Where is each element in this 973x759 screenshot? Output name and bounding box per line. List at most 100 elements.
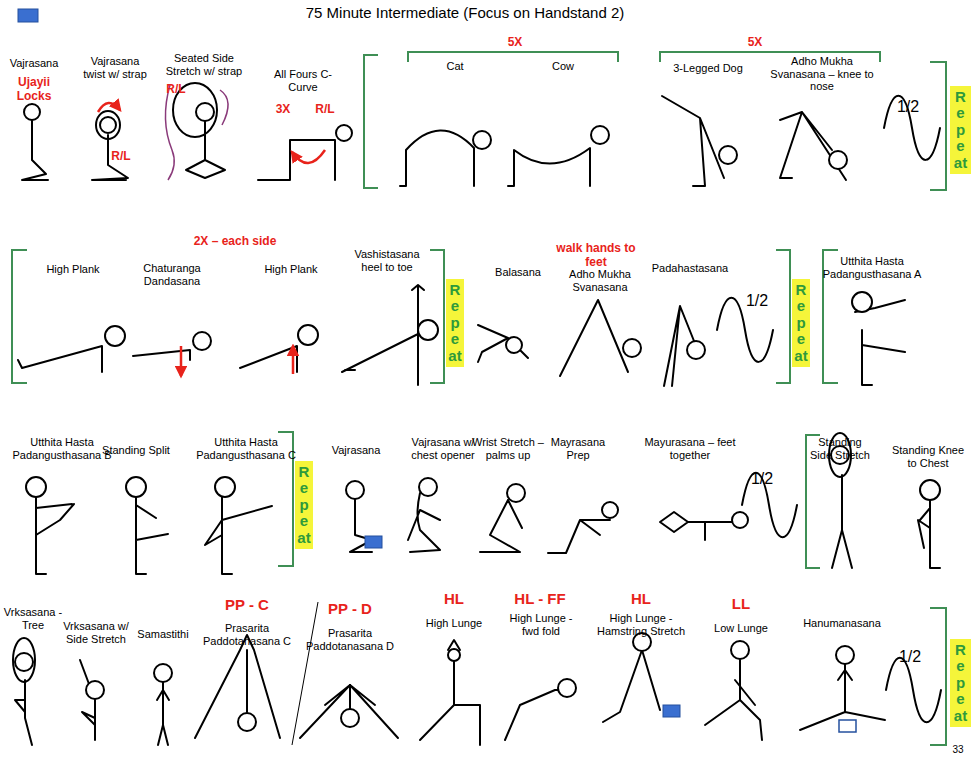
stick-figure [829,151,847,169]
title: 75 Minute Intermediate (Focus on Handsta… [265,4,665,21]
stick-figure [300,685,398,738]
pose-label: Padahastasana [645,262,735,275]
pose-label: Vrksasana w/ Side Stretch [59,620,133,645]
group-bracket [364,55,378,188]
stick-figure [24,104,40,120]
stick-figure [86,681,104,699]
pose-label: Standing Split [96,444,176,457]
half-marker: 1/2 [893,98,923,116]
pose-label: Seated Side Stretch w/ strap [158,52,250,77]
stick-figure [186,121,225,178]
pose-label: Cat [435,60,475,73]
pose-label: Cow [543,60,583,73]
pose-label: Vajrasana [326,444,386,457]
stick-figure [780,112,846,180]
pose-label: Utthita Hasta Padangusthasana C [196,436,296,461]
stick-figure [920,480,940,500]
page-number: 33 [946,744,970,756]
instruction-note: R/L [106,150,136,164]
stick-figure [238,713,256,731]
pose-label: Vajrasana [4,57,64,70]
stick-figure [298,325,318,345]
stick-figure [258,140,335,180]
stick-figure [480,500,522,552]
stick-figure [240,346,297,372]
pose-label: Utthita Hasta Padangusthasana A [820,255,924,280]
repeat-band: Repeat [950,86,971,175]
stick-figure [507,484,525,502]
instruction-note: Ujayii Locks [12,76,56,104]
pose-label: Vajrasana twist w/ strap [79,55,151,80]
instruction-note: walk hands to feet [555,242,637,270]
stick-figure [687,341,705,359]
half-wave [884,96,940,160]
pose-label: Mayurasana – feet together [642,436,738,461]
pose-label: Adho Mukha Svanasana – knee to nose [770,55,874,93]
group-bracket [930,62,946,190]
half-marker: 1/2 [747,470,777,488]
stick-figure [663,705,680,717]
pose-label: Mayrasana Prep [548,436,608,461]
repeat-text: Repeat [297,464,312,547]
group-bracket [12,52,946,745]
stick-figure [408,493,440,552]
stick-figure [365,536,382,548]
instruction-note: 5X [500,36,530,50]
stick-figure [506,337,522,353]
pose-label: Prasarita Paddotanasana D [298,627,402,652]
group-bracket [430,250,444,383]
group-bracket [408,52,618,62]
pose-label: Prasarita Paddotanasana C [199,622,295,647]
stick-figure [342,285,424,385]
pose-label: High Lunge [419,617,489,630]
stick-figure [215,477,235,497]
stick-figure [832,475,852,568]
pose-label: Standing Knee to Chest [887,444,969,469]
stick-figure [22,121,48,180]
instruction-note: 5X [740,36,770,50]
stick-figure [918,500,940,568]
group-bracket [776,250,790,383]
instruction-note: R/L [310,103,340,117]
stick-figure [418,320,438,340]
pose-label: High Plank [33,263,113,276]
pose-label: All Fours C-Curve [263,68,343,93]
stick-figure [558,679,576,697]
half-marker: 1/2 [895,648,925,666]
pose-label: Hanumanasana [797,617,887,630]
stick-figure [157,682,169,745]
stick-figure [719,146,737,164]
stick-figure [154,664,172,682]
stick-figure [22,83,847,186]
stick-figure [26,477,46,497]
stick-figure [341,709,359,727]
stick-figure [105,326,125,346]
stick-figure [732,512,748,528]
stick-figure [603,650,660,722]
pose-label: Vajrasana w/ chest opener [403,436,483,461]
stick-figure [560,300,628,376]
half-marker: 1/2 [742,292,772,310]
abbreviation: HL [621,590,661,607]
pose-label: Low Lunge [706,622,776,635]
stick-figure [100,117,116,133]
stick-figure [36,497,74,574]
abbreviation: HL - FF [510,590,570,607]
pose-label: Adho Mukha Svanasana [555,268,645,293]
stick-figure [346,481,364,499]
stick-figure [98,103,120,112]
instruction-note: 2X – each side [175,235,295,249]
abbreviation: LL [721,595,761,612]
blue-block [18,9,38,22]
pose-label: Vashistasana heel to toe [349,248,425,273]
stick-figure [336,125,352,141]
stick-figure [13,638,35,682]
stick-figure [18,346,102,372]
stick-figure [623,339,641,357]
instruction-note: 3X [271,103,295,117]
repeat-band: Repeat [446,279,464,368]
group-bracket [930,608,946,745]
